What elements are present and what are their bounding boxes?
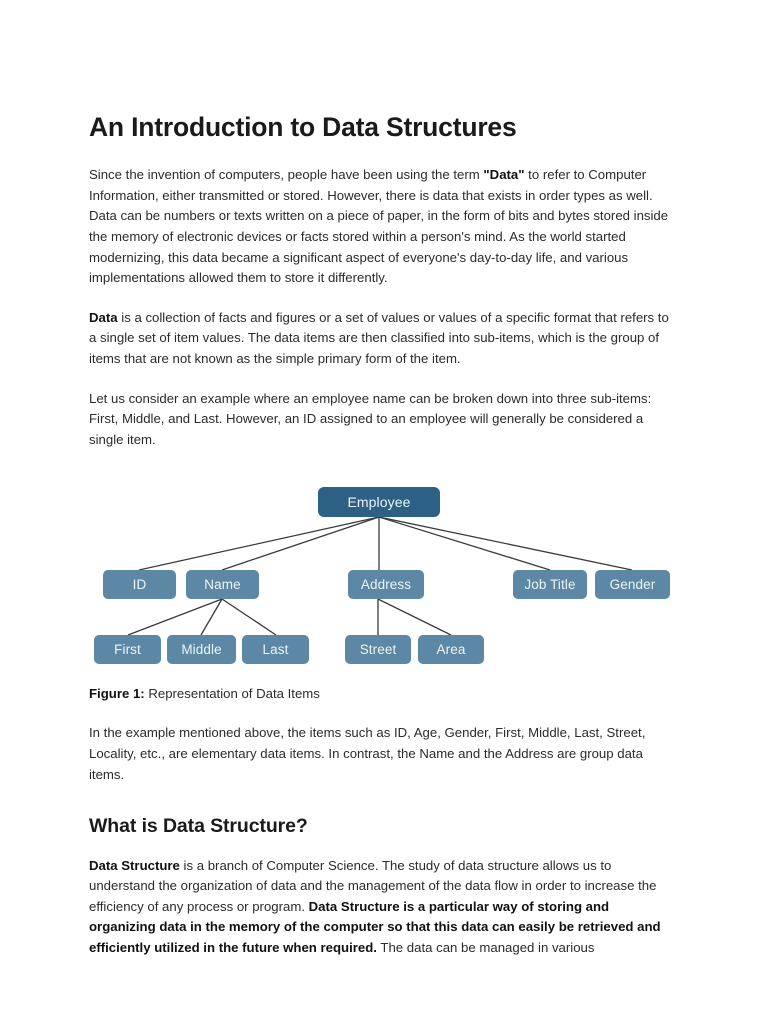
diagram-node-label: Name [204, 577, 241, 593]
paragraph-example: Let us consider an example where an empl… [89, 389, 679, 451]
body-text-run: Since the invention of computers, people… [89, 167, 484, 183]
emphasis-text: Data Structure [89, 857, 180, 873]
diagram-node-label: Last [262, 642, 289, 658]
body-text-run: is a collection of facts and figures or … [89, 309, 669, 367]
page-title: An Introduction to Data Structures [89, 112, 517, 142]
diagram-edge-employee-to-jobtitle [378, 516, 551, 572]
diagram-node-label: Middle [181, 642, 222, 658]
body-text-run: to refer to Computer Information, either… [89, 167, 669, 286]
diagram-node-label: Employee [347, 494, 411, 511]
diagram-edges [127, 516, 633, 636]
diagram-edge-employee-to-gender [378, 516, 633, 572]
diagram-node-street: Street [345, 635, 411, 665]
diagram-edge-name-to-first [127, 598, 223, 636]
diagram-node-label: Job Title [524, 577, 576, 593]
paragraph-data-definition: Data is a collection of facts and figure… [89, 308, 679, 370]
diagram-node-label: Area [436, 642, 466, 658]
diagram-node-employee: Employee [318, 487, 440, 518]
emphasis-text: Data [89, 309, 118, 325]
diagram-edge-name-to-last [221, 598, 277, 636]
diagram-edge-employee-to-idnode [138, 516, 380, 572]
document-content: An Introduction to Data Structures Since… [89, 112, 679, 978]
diagram-node-label: Address [360, 577, 412, 593]
body-text-run: is a branch of Computer Science. The stu… [89, 857, 657, 914]
diagram-node-name: Name [186, 570, 259, 600]
diagram-node-gender: Gender [595, 570, 670, 600]
body-text-run: The data can be managed in various [376, 939, 595, 955]
figure-caption: Figure 1: Representation of Data Items [89, 684, 679, 704]
paragraph-intro: Since the invention of computers, people… [89, 165, 679, 289]
body-text-run: Let us consider an example where an empl… [89, 390, 652, 447]
diagram-node-address: Address [348, 570, 424, 600]
emphasis-text: "Data" [483, 167, 525, 183]
section-heading-what-is-data-structure: What is Data Structure? [89, 815, 308, 838]
diagram-node-first: First [94, 635, 161, 665]
diagram-node-label: Street [359, 642, 397, 658]
paragraph-data-structure: Data Structure is a branch of Computer S… [89, 856, 679, 959]
diagram-node-idnode: ID [103, 570, 176, 600]
diagram-node-jobtitle: Job Title [513, 570, 587, 600]
diagram-node-label: First [114, 642, 141, 658]
diagram-edge-name-to-middle [200, 599, 223, 636]
diagram-node-label: Gender [609, 577, 656, 593]
figure-caption-text: Representation of Data Items [144, 686, 320, 702]
figure-caption-label: Figure 1: [89, 686, 145, 702]
diagram-node-area: Area [418, 635, 484, 665]
emphasis-text: Data Structure is a particular way of st… [89, 898, 661, 955]
diagram-edge-employee-to-name [221, 516, 380, 572]
diagram-node-label: ID [132, 577, 147, 593]
body-text-run: In the example mentioned above, the item… [89, 725, 646, 782]
diagram-node-last: Last [242, 635, 309, 665]
paragraph-elementary-items: In the example mentioned above, the item… [89, 723, 679, 785]
diagram-edge-address-to-area [377, 598, 452, 636]
diagram-node-middle: Middle [167, 635, 236, 665]
